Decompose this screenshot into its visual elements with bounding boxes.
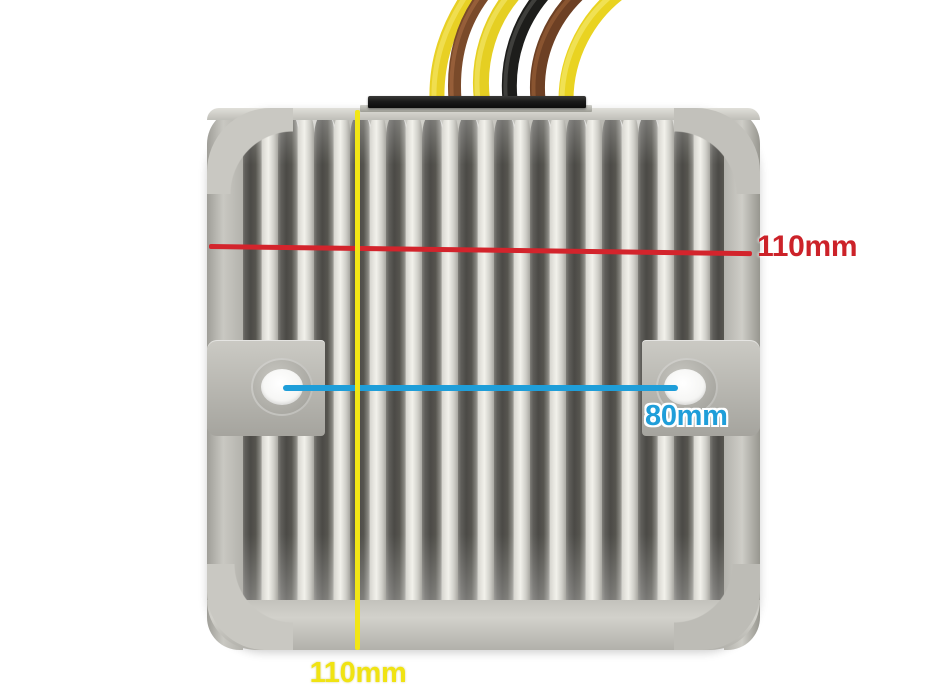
- wire-yellow-mid: [473, 0, 519, 108]
- wire-yellow-left: [429, 0, 476, 108]
- wire-yellow-right: [558, 0, 623, 108]
- heatsink-fins: [228, 112, 740, 640]
- body-bottom-rim: [207, 600, 760, 650]
- wire-black: [501, 0, 549, 108]
- dimension-label-hole-spacing: 80mm: [645, 400, 728, 432]
- dimension-line-hole-spacing: [283, 385, 678, 391]
- mounting-tab-right: [642, 340, 760, 436]
- wire-brown-right: [529, 0, 583, 108]
- connector-lip: [360, 105, 592, 112]
- wire-brown-left: [448, 0, 489, 107]
- dimension-label-height: 110mm: [309, 657, 407, 689]
- connector-block: [368, 96, 586, 108]
- body-top-rim: [207, 108, 760, 120]
- dimension-label-width-top: 110mm: [757, 230, 858, 263]
- dimension-line-height: [355, 110, 360, 650]
- mounting-tab-left: [207, 340, 325, 436]
